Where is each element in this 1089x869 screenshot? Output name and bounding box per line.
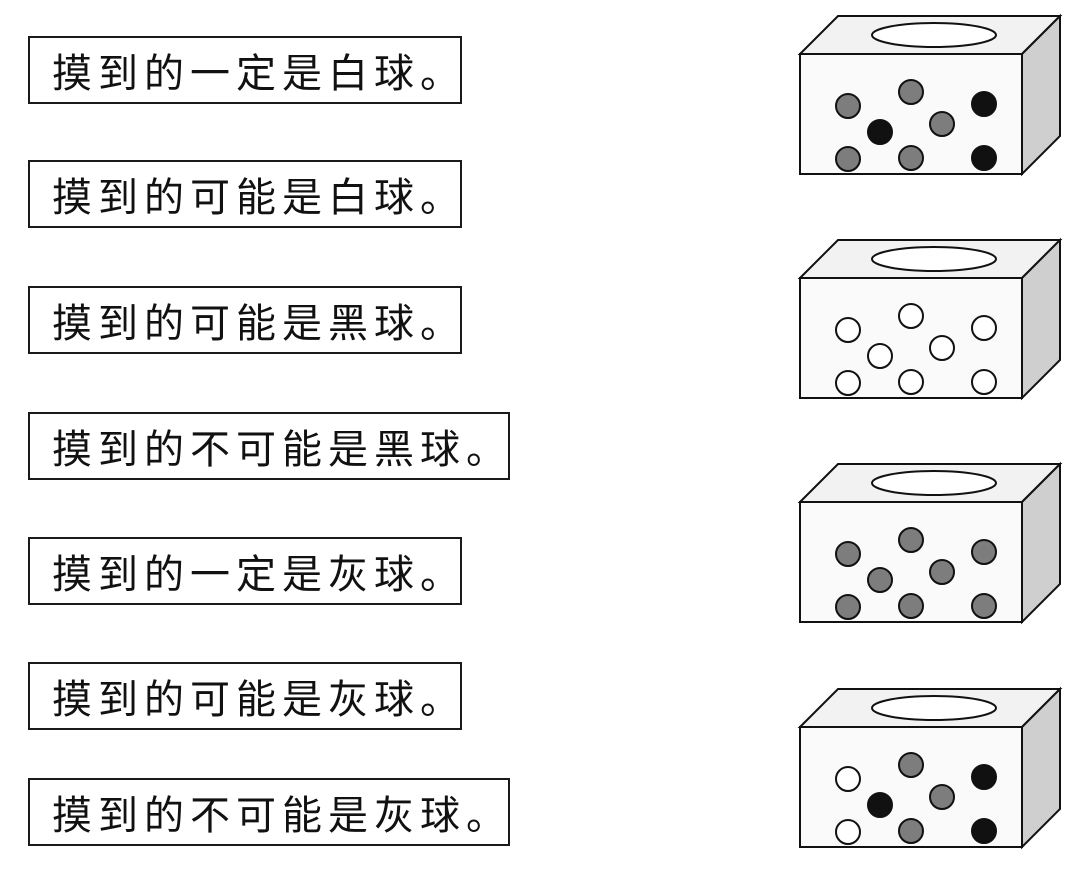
statement-6[interactable]: 摸到的可能是灰球。 <box>28 662 462 730</box>
ball-gray <box>898 752 924 778</box>
ball-white <box>971 315 997 341</box>
statement-text: 摸到的可能是白球 <box>52 175 420 221</box>
statement-7[interactable]: 摸到的不可能是灰球。 <box>28 778 510 846</box>
statement-text: 摸到的一定是灰球 <box>52 552 420 598</box>
ball-gray <box>971 593 997 619</box>
ball-white <box>835 370 861 396</box>
ball-white <box>971 369 997 395</box>
ball-gray <box>898 593 924 619</box>
ball-white <box>835 766 861 792</box>
statement-text: 摸到的可能是灰球 <box>52 677 420 723</box>
ball-black <box>867 792 893 818</box>
ball-gray <box>898 79 924 105</box>
statement-text: 摸到的可能是黑球 <box>52 301 420 347</box>
box-opening <box>871 695 997 721</box>
ball-black <box>971 764 997 790</box>
ball-gray <box>929 111 955 137</box>
statement-5[interactable]: 摸到的一定是灰球。 <box>28 537 462 605</box>
ball-gray <box>835 146 861 172</box>
ball-gray <box>867 567 893 593</box>
statement-3[interactable]: 摸到的可能是黑球。 <box>28 286 462 354</box>
statement-period: 。 <box>466 793 506 839</box>
ball-gray <box>898 145 924 171</box>
ball-gray <box>929 559 955 585</box>
box-opening <box>871 246 997 272</box>
ball-white <box>835 317 861 343</box>
ball-white <box>835 819 861 845</box>
ball-white <box>898 303 924 329</box>
statement-1[interactable]: 摸到的一定是白球。 <box>28 36 462 104</box>
statement-4[interactable]: 摸到的不可能是黑球。 <box>28 412 510 480</box>
statement-2[interactable]: 摸到的可能是白球。 <box>28 160 462 228</box>
ball-gray <box>929 784 955 810</box>
statement-text: 摸到的不可能是黑球 <box>52 427 466 473</box>
ball-white <box>867 343 893 369</box>
ball-white <box>898 369 924 395</box>
ball-gray <box>971 539 997 565</box>
statement-period: 。 <box>420 301 460 347</box>
statement-text: 摸到的一定是白球 <box>52 51 420 97</box>
ball-black <box>971 91 997 117</box>
ball-black <box>971 818 997 844</box>
ball-gray <box>898 818 924 844</box>
statement-period: 。 <box>420 51 460 97</box>
ball-gray <box>835 93 861 119</box>
box-opening <box>871 470 997 496</box>
box-opening <box>871 22 997 48</box>
statement-period: 。 <box>420 175 460 221</box>
ball-black <box>867 119 893 145</box>
ball-gray <box>835 594 861 620</box>
statement-period: 。 <box>420 552 460 598</box>
statement-period: 。 <box>466 427 506 473</box>
ball-white <box>929 335 955 361</box>
ball-gray <box>898 527 924 553</box>
ball-gray <box>835 541 861 567</box>
statement-text: 摸到的不可能是灰球 <box>52 793 466 839</box>
ball-black <box>971 145 997 171</box>
statement-period: 。 <box>420 677 460 723</box>
